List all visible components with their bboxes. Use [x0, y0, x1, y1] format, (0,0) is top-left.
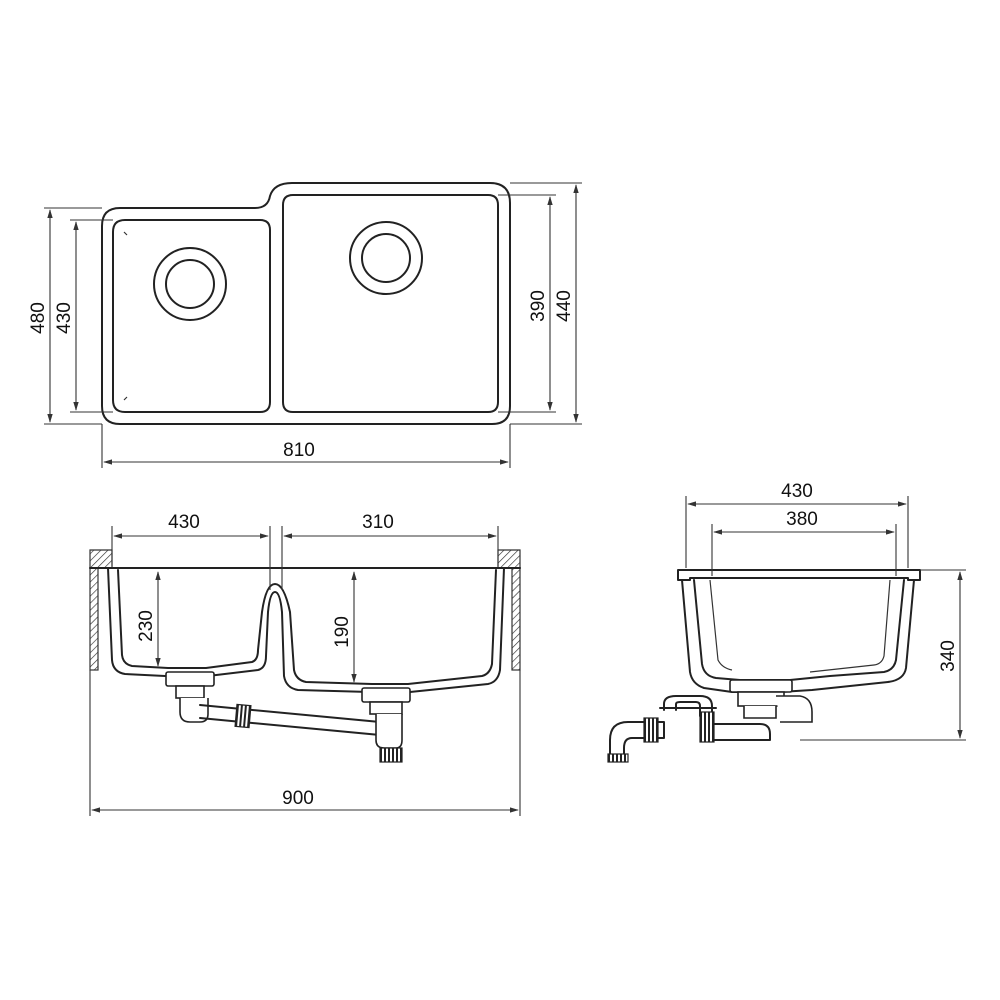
overflow-pipe	[199, 704, 381, 736]
countertop-left-top	[89, 549, 113, 569]
left-bowl-outline	[112, 219, 271, 413]
dim-label-380: 380	[786, 509, 818, 530]
top-view-outer-outline	[101, 182, 511, 425]
left-drain-fitting	[165, 671, 215, 723]
side-extension-lines	[685, 496, 966, 741]
dim-label-390: 390	[528, 290, 549, 322]
dim-label-310: 310	[362, 512, 394, 533]
top-view: 480 430 390 440 810	[28, 182, 582, 468]
dim-label-480: 480	[28, 302, 49, 334]
sink-body-outer	[107, 567, 505, 693]
side-wall-inner-right	[809, 579, 891, 673]
left-drain-inner	[165, 259, 215, 309]
right-drain-outer	[349, 221, 423, 295]
dim-label-430-top: 430	[54, 302, 75, 334]
countertop-right-top	[497, 549, 521, 569]
dim-label-440: 440	[554, 290, 575, 322]
dim-label-190: 190	[332, 616, 353, 648]
corner-mark	[123, 231, 128, 401]
dim-label-900: 900	[282, 788, 314, 809]
side-rim	[677, 569, 921, 581]
top-view-extension-lines	[44, 182, 582, 468]
right-bowl-outline	[282, 194, 499, 413]
front-section: 430 310 230 190 900	[89, 512, 521, 816]
right-drain-fitting	[361, 687, 411, 763]
pipe-coupling	[234, 703, 252, 729]
side-drain-fitting	[729, 679, 813, 723]
left-drain-outer	[153, 247, 227, 321]
side-trap	[607, 695, 771, 763]
dim-label-430-side: 430	[781, 481, 813, 502]
side-body-outer	[681, 579, 915, 693]
dim-label-340: 340	[938, 640, 959, 672]
countertop-right-wall	[511, 567, 521, 671]
right-drain-inner	[361, 233, 411, 283]
dim-label-430-front: 430	[168, 512, 200, 533]
countertop-left-wall	[89, 567, 99, 671]
dim-label-810: 810	[283, 440, 315, 461]
sink-body-inner	[117, 569, 497, 685]
side-section: 430 380 340	[607, 481, 966, 763]
dim-label-230: 230	[136, 610, 157, 642]
side-wall-inner-left	[709, 579, 733, 671]
front-extension-lines	[89, 526, 521, 816]
